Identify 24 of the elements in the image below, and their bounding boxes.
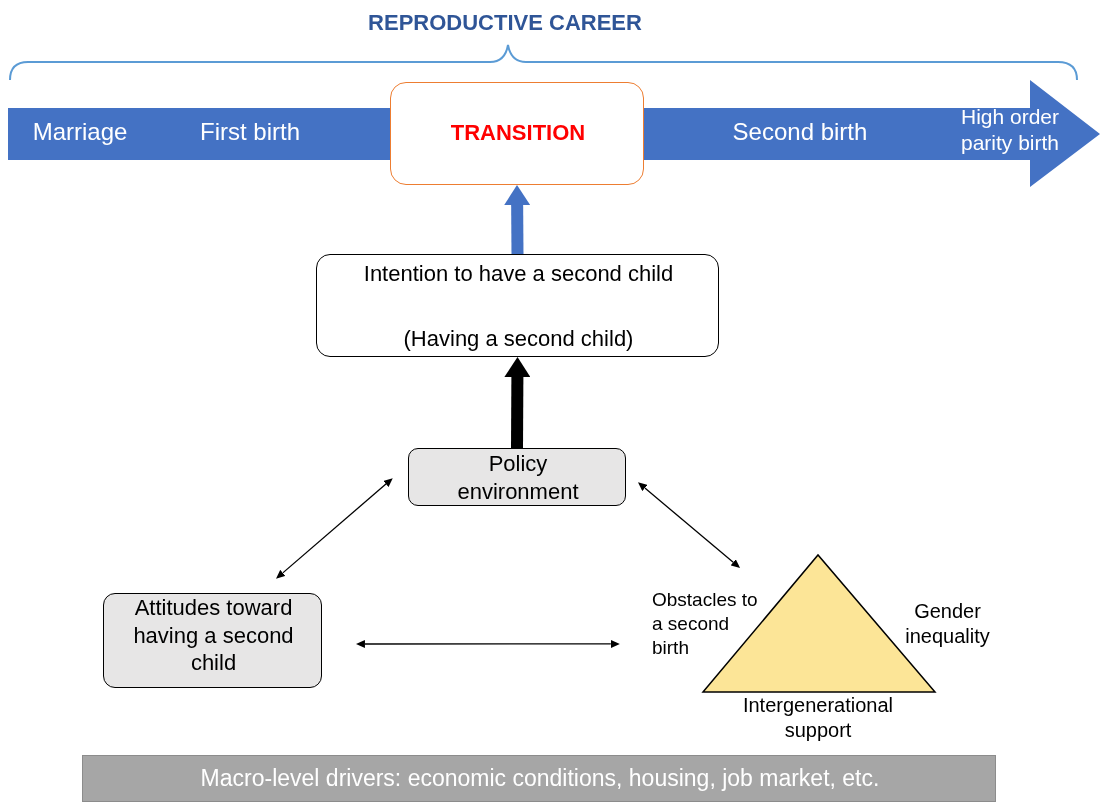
transition-box	[390, 82, 644, 185]
banner-bar	[82, 755, 996, 802]
arrow	[504, 357, 531, 449]
arrow	[355, 639, 620, 648]
arrow	[276, 478, 393, 579]
process-box	[103, 593, 322, 688]
box-label: (Having a second child)	[402, 325, 635, 353]
box-label: Intention to have a second child	[362, 260, 675, 288]
triangle-label: Obstacles to a second birth	[652, 588, 759, 660]
process-box	[408, 448, 626, 506]
box-label: Policy environment	[456, 450, 580, 505]
banner-label: Macro-level drivers: economic conditions, housing, job market, etc.	[199, 764, 881, 793]
box-label: Attitudes toward having a second child	[132, 594, 295, 677]
arrow	[638, 482, 741, 569]
process-box	[316, 254, 719, 357]
triangle-label: Gender inequality	[904, 599, 991, 649]
stage-label: Second birth	[731, 117, 869, 147]
stage-label: First birth	[199, 117, 301, 147]
arrow	[504, 185, 531, 255]
title: REPRODUCTIVE CAREER	[367, 10, 643, 36]
box-label: TRANSITION	[449, 119, 587, 147]
triangle-label: Intergenerational support	[741, 693, 895, 743]
stage-label: High order parity birth	[959, 104, 1061, 157]
stage-label: Marriage	[31, 117, 129, 147]
